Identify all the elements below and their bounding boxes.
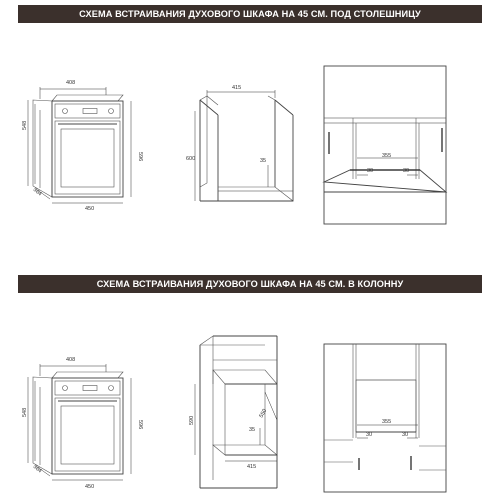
install1-right-gap: 30	[403, 168, 409, 174]
niche-drawing-2	[194, 335, 278, 489]
install1-left-gap: 30	[367, 168, 373, 174]
install1-width: 355	[382, 153, 391, 159]
oven2-width-top: 408	[66, 357, 75, 363]
oven2-height-left: 548	[22, 408, 28, 417]
oven1-width-top: 408	[66, 80, 75, 86]
niche2-height: 590	[189, 416, 195, 425]
niche2-depth: 550	[259, 408, 269, 419]
niche1-height: 600	[186, 156, 195, 162]
niche2-gap: 35	[249, 427, 255, 433]
oven2-depth: 564	[32, 464, 43, 475]
install-drawing-2	[323, 343, 447, 493]
section-title-under-countertop: СХЕМА ВСТРАИВАНИЯ ДУХОВОГО ШКАФА НА 45 С…	[18, 5, 482, 23]
oven-drawing-2	[27, 364, 132, 481]
oven2-width-bottom: 450	[85, 484, 94, 490]
oven1-width-bottom: 450	[85, 206, 94, 212]
oven1-depth: 564	[32, 187, 43, 198]
niche1-gap: 35	[260, 158, 266, 164]
install2-left-gap: 30	[366, 432, 372, 438]
section-title-in-column: СХЕМА ВСТРАИВАНИЯ ДУХОВОГО ШКАФА НА 45 С…	[18, 275, 482, 293]
niche-drawing-1	[194, 90, 294, 202]
oven1-height-left: 548	[22, 121, 28, 130]
niche2-width: 415	[247, 464, 256, 470]
install-drawing-1	[322, 65, 448, 225]
oven2-height-right: 596	[137, 420, 143, 429]
install2-width: 355	[382, 419, 391, 425]
niche1-width: 415	[232, 85, 241, 91]
oven-drawing-1	[27, 87, 132, 204]
install2-right-gap: 30	[402, 432, 408, 438]
oven1-height-right: 596	[137, 152, 143, 161]
